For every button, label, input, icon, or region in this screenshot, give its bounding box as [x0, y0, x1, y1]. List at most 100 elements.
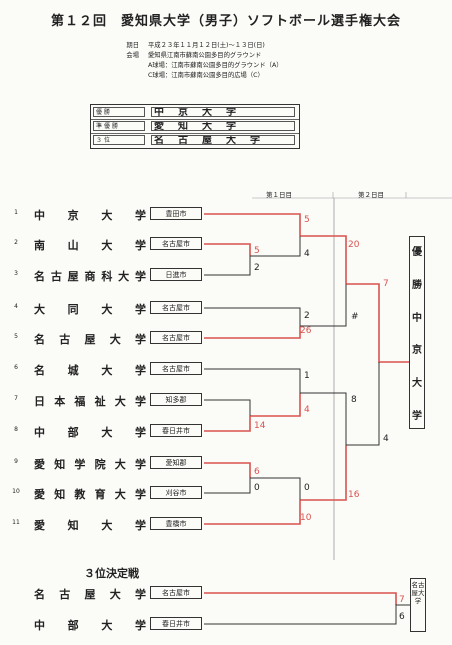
- team-name: 大同大学: [34, 303, 146, 316]
- path-g78: [250, 393, 301, 417]
- team-number: 9: [14, 458, 18, 465]
- line-g910: [250, 477, 301, 500]
- team-city: 刈谷市: [150, 486, 202, 499]
- bracket-lines-black: [204, 236, 410, 625]
- score-g45-win: 26: [300, 326, 312, 336]
- team-city: 名古屋市: [150, 237, 202, 250]
- team-city: 豊橋市: [150, 517, 202, 530]
- info-label-venue: 会場: [126, 52, 139, 59]
- team-number: 1: [14, 209, 18, 216]
- path-sf1: [300, 235, 347, 284]
- path-team9: [204, 462, 251, 478]
- score-g678-win: 4: [304, 405, 310, 415]
- path-third-winner: [204, 592, 397, 605]
- results-row-champion: 優勝 中京大学: [91, 105, 299, 120]
- score-third-win: 7: [399, 595, 405, 605]
- team-name: 中部大学: [34, 426, 146, 439]
- round-label-day1: 第１日目: [266, 191, 292, 199]
- results-row-third: ３位 名古屋大学: [91, 133, 299, 147]
- score-g910-lose: 0: [254, 483, 260, 493]
- results-table: 優勝 中京大学 準優勝 愛知大学 ３位 名古屋大学: [90, 104, 300, 149]
- champion-char: 学: [412, 410, 422, 422]
- team-name: 名古屋大学: [34, 333, 146, 346]
- line-team7: [204, 399, 251, 416]
- team-number: 8: [14, 426, 18, 433]
- line-g23: [250, 236, 301, 257]
- champion-char: 優: [412, 247, 422, 258]
- team-city: 名古屋市: [150, 586, 202, 599]
- path-team8: [204, 416, 251, 432]
- info-value-venue: 愛知県江南市蘇南公園多目的グラウンド: [148, 52, 262, 59]
- results-team: 名古屋大学: [151, 135, 295, 145]
- team-city: 日進市: [150, 268, 202, 281]
- third-place-title: ３位決定戦: [84, 567, 139, 580]
- line-sf1-lower: [300, 284, 347, 327]
- score-sf1-lose: #: [351, 312, 359, 322]
- team-name: 南山大学: [34, 239, 146, 252]
- team-number: 4: [14, 303, 18, 310]
- team-name: 中京大学: [34, 209, 146, 222]
- line-final-lower: [346, 362, 380, 446]
- line-team3: [204, 256, 251, 276]
- path-final: [346, 283, 409, 363]
- team-name: 名古屋商科大学: [34, 270, 146, 283]
- round-label-day2: 第２日目: [358, 191, 384, 199]
- score-g678-lose: 1: [304, 371, 310, 381]
- champion-char: 中: [412, 312, 422, 324]
- team-number: 5: [14, 333, 18, 340]
- path-team2: [204, 243, 251, 256]
- info-label-date: 期日: [126, 42, 139, 49]
- results-label: 優勝: [93, 107, 145, 117]
- results-team: 中京大学: [151, 107, 295, 117]
- champion-char: 大: [412, 378, 422, 390]
- team-number: 3: [14, 270, 18, 277]
- team-number: 7: [14, 395, 18, 402]
- team-city: 春日井市: [150, 424, 202, 437]
- info-value-date: 平成２３年１１月１２日(土)～１３日(日): [148, 42, 265, 49]
- score-final-lose: 4: [383, 434, 389, 444]
- path-sf2: [300, 445, 347, 501]
- team-number: 11: [12, 519, 20, 526]
- line-third-lower: [204, 604, 410, 625]
- team-city: 春日井市: [150, 617, 202, 630]
- path-team1: [204, 213, 301, 236]
- winner-path-lines: [204, 213, 409, 605]
- team-city: 名古屋市: [150, 301, 202, 314]
- score-g45-lose: 2: [304, 311, 310, 321]
- page-title: 第１２回 愛知県大学（男子）ソフトボール選手権大会: [50, 14, 401, 29]
- line-team10: [204, 478, 251, 494]
- team-number: 10: [12, 488, 20, 495]
- team-city: 知多郡: [150, 393, 202, 406]
- team-city: 豊田市: [150, 207, 202, 220]
- score-g23-win: 5: [254, 246, 260, 256]
- results-row-runner-up: 準優勝 愛知大学: [91, 119, 299, 134]
- line-team4: [204, 307, 301, 326]
- score-round1-lose: 4: [304, 249, 310, 259]
- results-team: 愛知大学: [151, 121, 295, 131]
- third-place-winner-box: 名古屋大学: [410, 578, 426, 632]
- team-city: 愛知郡: [150, 456, 202, 469]
- team-city: 名古屋市: [150, 331, 202, 344]
- champion-char: 勝: [412, 279, 422, 291]
- score-g910-win: 6: [254, 467, 260, 477]
- team-name: 名城大学: [34, 364, 146, 377]
- info-value-field-c: C球場：江南市蘇南公園多目的広場（C）: [148, 72, 264, 79]
- results-label: ３位: [93, 135, 145, 145]
- score-g11-win: 10: [300, 513, 312, 523]
- line-team6: [204, 368, 301, 393]
- champion-char: 京: [412, 345, 422, 357]
- score-final-win: 7: [383, 279, 389, 289]
- team-name: 日本福祉大学: [34, 395, 146, 408]
- score-g78-win: 14: [254, 421, 266, 431]
- score-g11-lose: 0: [304, 483, 310, 493]
- champion-box: 優勝中京大学: [409, 236, 425, 429]
- team-name: 愛知教育大学: [34, 488, 146, 501]
- line-sf2-upper: [300, 392, 347, 445]
- team-name: 愛知大学: [34, 519, 146, 532]
- info-value-field-a: A球場：江南市蘇南公園多目的グラウンド（A）: [148, 62, 283, 69]
- path-team5: [204, 326, 301, 339]
- team-city: 名古屋市: [150, 362, 202, 375]
- path-team11: [204, 500, 301, 525]
- score-sf2-lose: 8: [351, 395, 357, 405]
